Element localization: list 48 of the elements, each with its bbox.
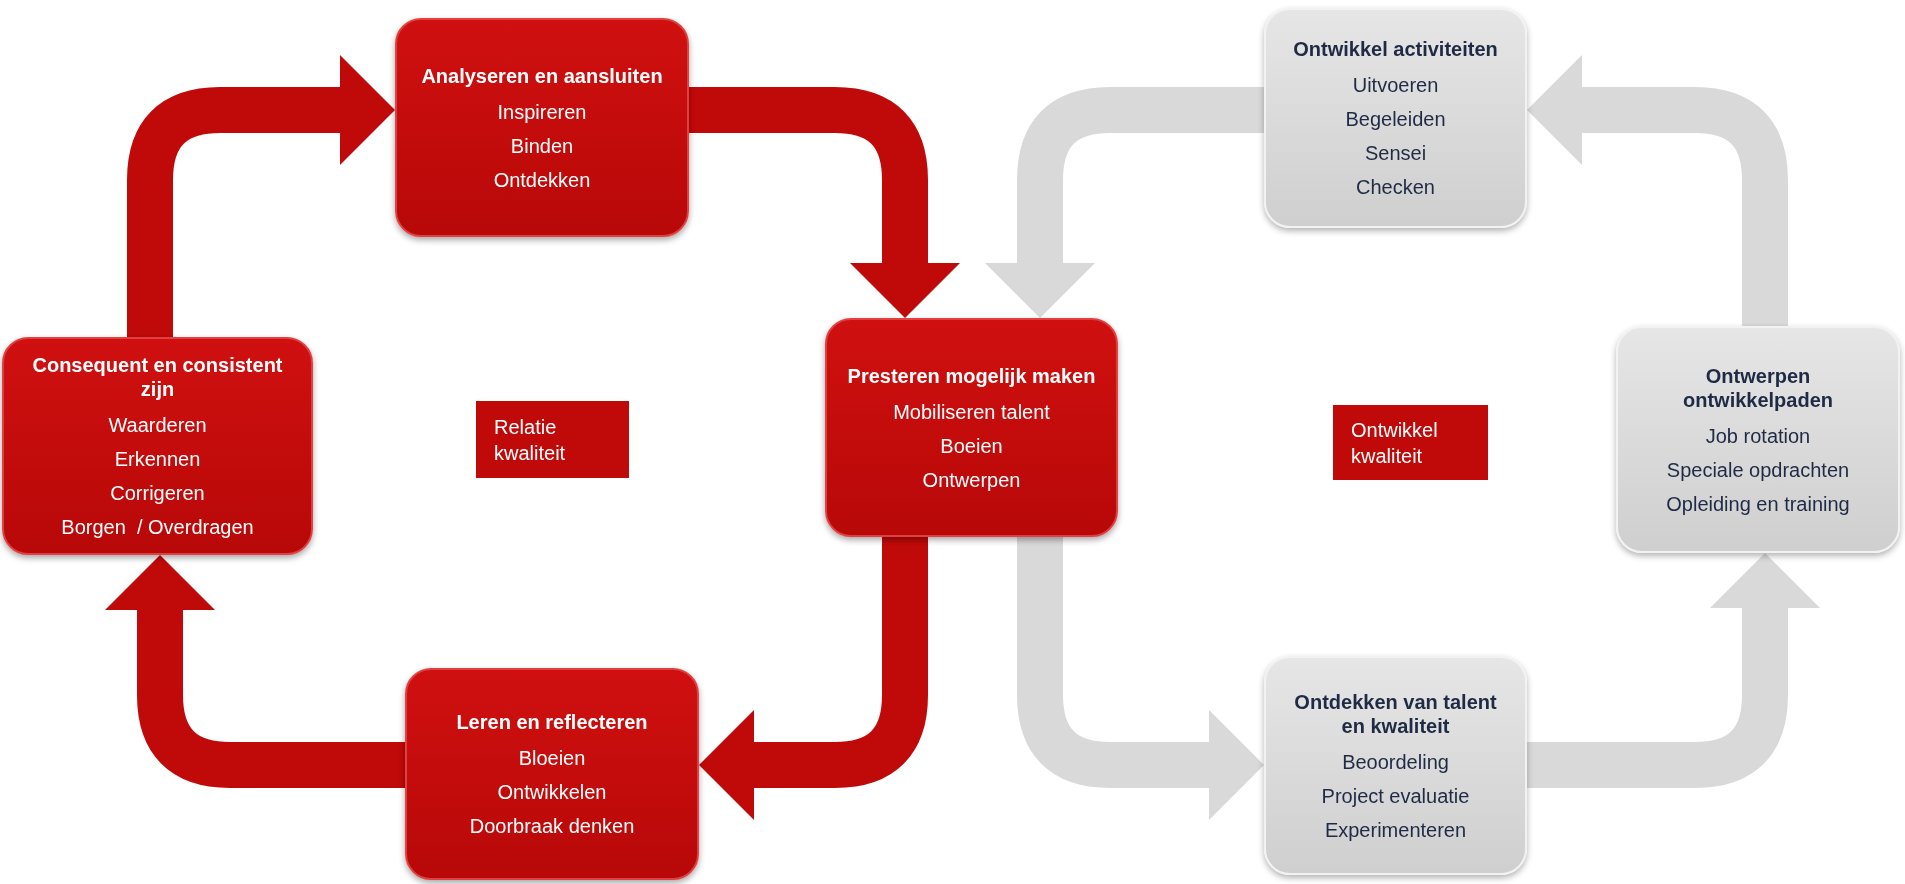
box-heading: Presteren mogelijk maken <box>847 363 1096 388</box>
box-heading: Ontwerpen ontwikkelpaden <box>1682 363 1834 412</box>
box-item: Opleiding en training <box>1666 491 1850 516</box>
process-box <box>1264 8 1527 228</box>
box-item: Ontwikkelen <box>497 780 607 804</box>
box-item: Inspireren <box>497 99 587 124</box>
process-box <box>2 337 313 555</box>
box-item: Borgen / Overdragen <box>61 515 254 539</box>
arrow <box>1017 537 1264 820</box>
box-item: Begeleiden <box>1345 107 1446 131</box>
box-item: Checken <box>1356 175 1435 199</box>
box-item: Ontwerpen <box>922 467 1021 492</box>
box-item: Waarderen <box>108 413 207 437</box>
box-item: Corrigeren <box>110 481 205 505</box>
box-item: Ontdekken <box>493 167 591 192</box>
arrow <box>1527 553 1820 788</box>
box-item: Speciale opdrachten <box>1666 457 1850 482</box>
arrow <box>1527 55 1788 326</box>
arrow <box>689 87 960 318</box>
label-text: Relatie kwaliteit <box>494 414 567 466</box>
arrow <box>699 537 928 820</box>
process-box <box>395 18 689 237</box>
box-item: Sensei <box>1364 141 1427 165</box>
box-item: Job rotation <box>1705 423 1811 448</box>
box-heading: Consequent en consistent zijn <box>31 353 284 401</box>
box-heading: Ontdekken van talent en kwaliteit <box>1293 689 1498 738</box>
box-item: Mobiliseren talent <box>893 399 1050 424</box>
label-box <box>1333 405 1488 480</box>
label-box <box>476 401 629 478</box>
process-box <box>825 318 1118 537</box>
box-item: Beoordeling <box>1342 749 1449 774</box>
box-item: Binden <box>510 133 574 158</box>
box-item: Project evaluatie <box>1321 783 1470 808</box>
box-item: Boeien <box>940 433 1003 458</box>
box-item: Experimenteren <box>1324 817 1467 842</box>
process-box <box>405 668 699 880</box>
arrow <box>105 555 405 788</box>
box-heading: Ontwikkel activiteiten <box>1293 37 1498 61</box>
process-box <box>1264 656 1527 875</box>
box-item: Erkennen <box>114 447 201 471</box>
arrow <box>127 55 395 337</box>
label-text: Ontwikkel kwaliteit <box>1351 417 1439 469</box>
box-item: Bloeien <box>518 746 586 770</box>
box-heading: Analyseren en aansluiten <box>421 63 663 88</box>
box-item: Doorbraak denken <box>469 814 635 838</box>
box-item: Uitvoeren <box>1352 73 1439 97</box>
box-heading: Leren en reflecteren <box>456 710 648 734</box>
process-box <box>1616 326 1900 553</box>
